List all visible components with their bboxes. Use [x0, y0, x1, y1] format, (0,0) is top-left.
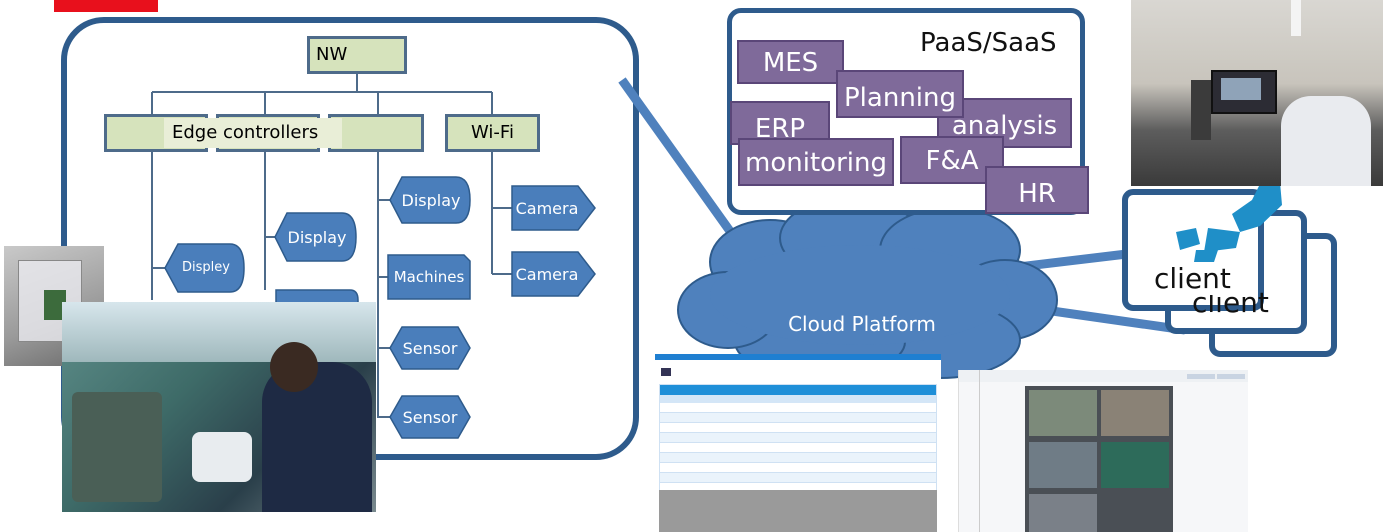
paas-item-hr: HR	[985, 166, 1089, 214]
camera-label-b: Camera	[515, 265, 579, 284]
display-shape-a	[274, 212, 357, 262]
nw-label: NW	[316, 44, 348, 65]
sensor-label-b: Sensor	[402, 408, 458, 427]
table-header-strip	[661, 368, 941, 384]
sensor-label-a: Sensor	[402, 339, 458, 358]
camera-shape-a	[511, 185, 596, 231]
display-label-b: Display	[401, 191, 461, 210]
display-shape-b	[389, 176, 471, 224]
machines-shape	[387, 254, 471, 300]
machines-label: Machines	[393, 268, 465, 286]
displey-label: Displey	[182, 260, 230, 275]
paas-item-planning: Planning	[836, 70, 964, 118]
factory-worker-photo	[62, 302, 376, 512]
nw-node: NW	[307, 36, 407, 74]
paas-item-monitoring: monitoring	[738, 138, 894, 186]
displey-shape	[164, 243, 245, 293]
paas-saas-title: PaaS/SaaS	[920, 28, 1057, 58]
camera-label-a: Camera	[515, 199, 579, 218]
sensor-shape-b	[389, 395, 471, 439]
network-tree-lines	[151, 72, 512, 418]
paas-item-mes: MES	[737, 40, 844, 84]
client-label-front: client	[1150, 262, 1235, 295]
edge-controller-box-3	[328, 114, 424, 152]
camera-shape-b	[511, 251, 596, 297]
meeting-room-photo	[1131, 0, 1383, 186]
cloud-platform-label: Cloud Platform	[788, 312, 936, 336]
display-label-a: Display	[287, 228, 347, 247]
wifi-label: Wi-Fi	[471, 122, 514, 143]
paas-item-erp: ERP	[730, 101, 830, 145]
camera-monitoring-screenshot	[958, 370, 1248, 532]
header-bar	[54, 0, 158, 12]
sensor-shape-a	[389, 326, 471, 370]
wifi-node: Wi-Fi	[445, 114, 540, 152]
edge-controllers-label: Edge controllers	[164, 118, 342, 148]
work-log-table-screenshot	[655, 354, 941, 532]
